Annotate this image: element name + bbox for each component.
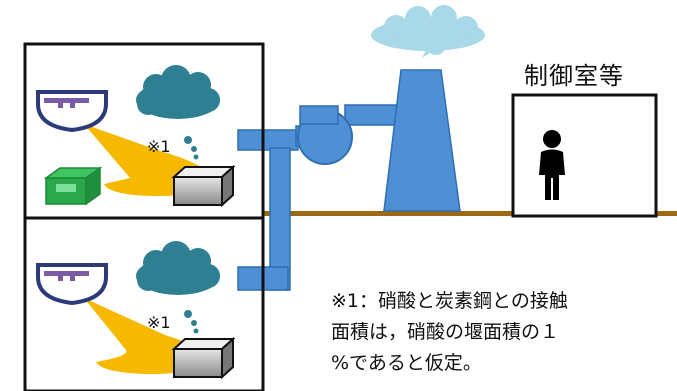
note-mark-upper: ※1 bbox=[147, 137, 171, 156]
footnote-line-1: ※1：硝酸と炭素鋼との接触 bbox=[331, 290, 568, 312]
person-icon bbox=[539, 130, 565, 200]
acid-cloud-upper bbox=[136, 65, 220, 160]
footnote-line-3: %であると仮定。 bbox=[331, 352, 482, 374]
ground-line bbox=[263, 211, 677, 216]
steam-cloud bbox=[371, 5, 485, 58]
exhaust-fan bbox=[297, 105, 353, 165]
control-room-building bbox=[511, 93, 658, 218]
footnote: ※1：硝酸と炭素鋼との接触 面積は，硝酸の堰面積の１ %であると仮定。 bbox=[331, 286, 671, 379]
steel-block-lower bbox=[171, 336, 236, 380]
room-lower bbox=[23, 216, 265, 391]
green-container-icon bbox=[43, 166, 103, 206]
control-room-label: 制御室等 bbox=[524, 62, 624, 90]
acid-vessel-icon bbox=[36, 90, 108, 133]
footnote-line-2: 面積は，硝酸の堰面積の１ bbox=[331, 321, 560, 343]
steel-block-upper bbox=[171, 164, 236, 208]
exhaust-stack bbox=[383, 69, 461, 212]
acid-cloud-lower bbox=[136, 241, 220, 334]
acid-vessel-icon-lower bbox=[36, 263, 108, 306]
note-mark-lower: ※1 bbox=[147, 313, 171, 332]
